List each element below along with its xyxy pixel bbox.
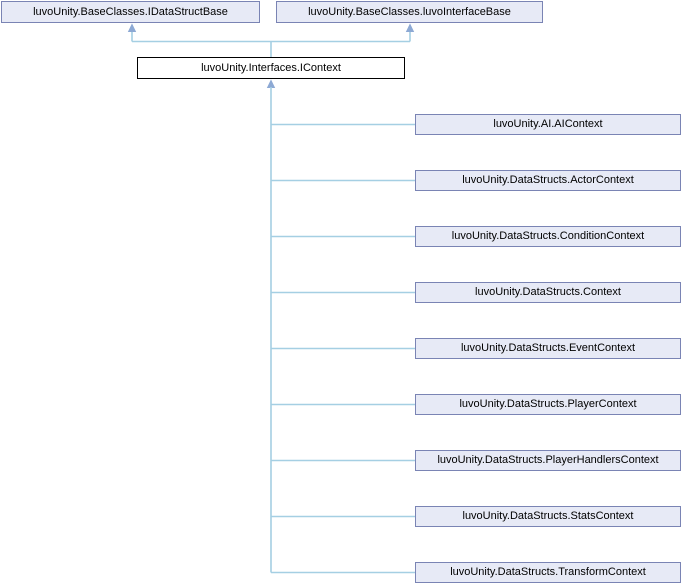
node-conditioncontext[interactable]: luvoUnity.DataStructs.ConditionContext	[415, 226, 681, 247]
node-aicontext[interactable]: luvoUnity.AI.AIContext	[415, 114, 681, 135]
node-playercontext[interactable]: luvoUnity.DataStructs.PlayerContext	[415, 394, 681, 415]
node-eventcontext[interactable]: luvoUnity.DataStructs.EventContext	[415, 338, 681, 359]
edge-derived-trunk	[270, 87, 415, 574]
node-statscontext[interactable]: luvoUnity.DataStructs.StatsContext	[415, 506, 681, 527]
arrowhead-to-idatastructbase-icon	[127, 23, 137, 32]
node-context[interactable]: luvoUnity.DataStructs.Context	[415, 282, 681, 303]
node-actorcontext[interactable]: luvoUnity.DataStructs.ActorContext	[415, 170, 681, 191]
edge-top-connector	[131, 30, 411, 57]
arrowhead-to-luvointerfacebase-icon	[405, 23, 415, 32]
node-luvointerfacebase[interactable]: luvoUnity.BaseClasses.luvoInterfaceBase	[276, 1, 543, 23]
arrowhead-to-icontext-icon	[266, 79, 276, 88]
node-icontext-focus[interactable]: luvoUnity.Interfaces.IContext	[137, 57, 405, 79]
node-playerhandlerscontext[interactable]: luvoUnity.DataStructs.PlayerHandlersCont…	[415, 450, 681, 471]
node-idatastructbase[interactable]: luvoUnity.BaseClasses.IDataStructBase	[1, 1, 260, 23]
node-transformcontext[interactable]: luvoUnity.DataStructs.TransformContext	[415, 562, 681, 583]
